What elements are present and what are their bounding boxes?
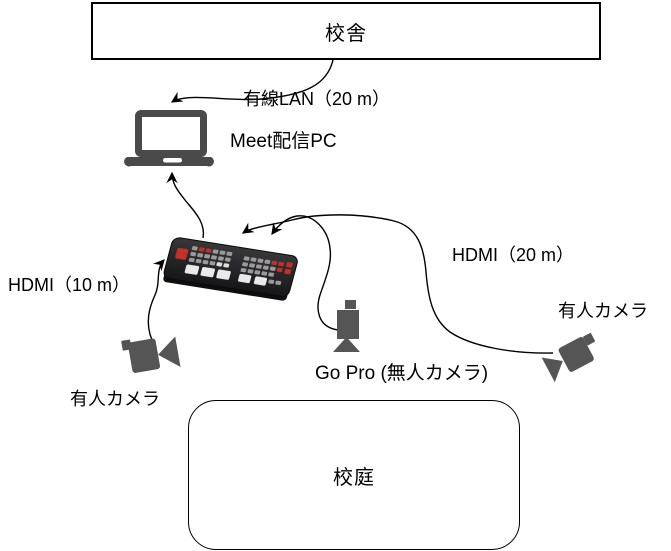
gopro-label: Go Pro (無人カメラ) (315, 363, 489, 384)
right-camera-to-switcher-line (241, 214, 554, 354)
meet-pc-label: Meet配信PC (230, 131, 337, 152)
building-label: 校舎 (325, 22, 367, 45)
camera-left-label: 有人カメラ (70, 389, 160, 409)
lan-cable-line (170, 59, 334, 103)
hdmi-10m-label: HDMI（10 m） (8, 275, 131, 295)
switcher-to-pc-line (166, 171, 205, 239)
hdmi-20m-label: HDMI（20 m） (452, 245, 575, 265)
building-box: 校舎 (91, 2, 601, 60)
left-camera-to-switcher-line (147, 259, 165, 341)
video-switcher-image (163, 237, 298, 301)
video-camera-right-icon (541, 332, 596, 383)
field-label: 校庭 (333, 466, 375, 489)
laptop-icon (124, 110, 214, 167)
gopro-camera-icon (333, 300, 360, 352)
camera-right-label: 有人カメラ (558, 301, 648, 321)
lan-cable-label: 有線LAN（20 m） (243, 89, 391, 109)
gopro-to-switcher-line (271, 215, 339, 331)
video-camera-left-icon (121, 336, 181, 373)
field-box: 校庭 (188, 400, 520, 550)
